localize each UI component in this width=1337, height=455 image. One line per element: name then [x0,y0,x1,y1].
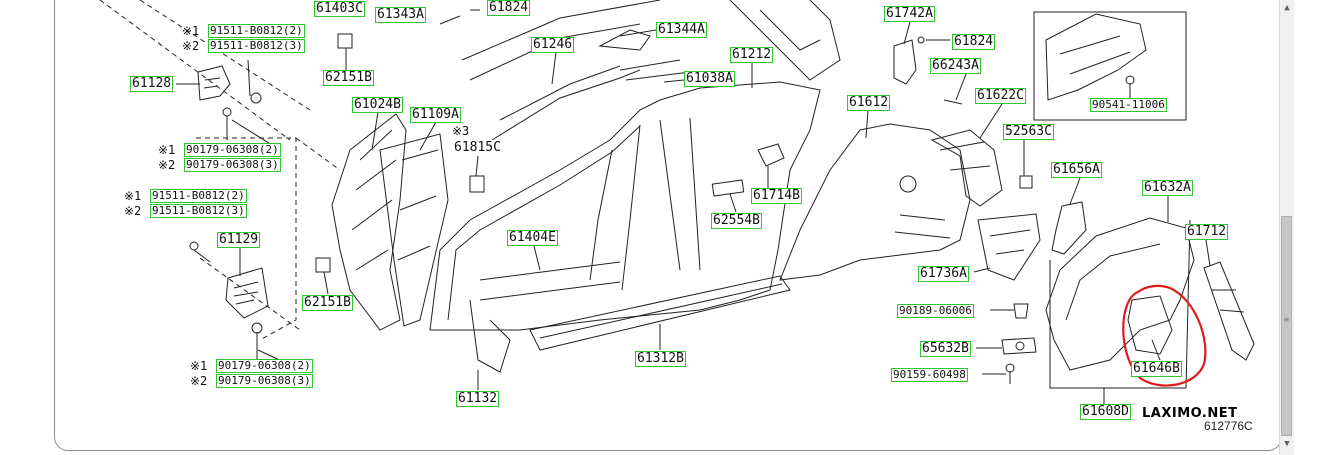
vertical-scrollbar[interactable]: ▲ ≡ ▼ [1279,0,1294,455]
callout-61612[interactable]: 61612 [847,95,891,111]
callout-62554B[interactable]: 62554B [711,213,762,229]
note-mark: ※1 [190,359,208,373]
note-mark: ※1 [158,143,176,157]
scroll-up-icon[interactable]: ▲ [1284,3,1290,13]
callout-91511-B0812-2b[interactable]: 91511-B0812(2) [150,189,247,203]
note-mark: ※1 [124,189,142,203]
callout-90159-60498[interactable]: 90159-60498 [891,368,968,382]
callout-61824-right[interactable]: 61824 [952,34,996,50]
brand-watermark: LAXIMO.NET [1142,406,1238,421]
callout-61656A[interactable]: 61656A [1051,162,1102,178]
callout-61632A[interactable]: 61632A [1142,180,1193,196]
callout-61403C[interactable]: 61403C [314,1,365,17]
callout-61344A[interactable]: 61344A [656,22,707,38]
callout-90179-06308-2b[interactable]: 90179-06308(2) [216,359,313,373]
callout-90179-06308-3b[interactable]: 90179-06308(3) [216,374,313,388]
note-mark: ※2 [182,39,200,53]
callout-90541-11006[interactable]: 90541-11006 [1090,98,1167,112]
note-mark: ※2 [158,158,176,172]
callout-61038A[interactable]: 61038A [684,71,735,87]
callout-61246[interactable]: 61246 [531,37,575,53]
diagram-code: 612776C [1204,419,1253,433]
scroll-down-icon[interactable]: ▼ [1284,439,1290,449]
callout-61622C[interactable]: 61622C [975,88,1026,104]
parts-diagram [99,0,1255,404]
callout-61024B[interactable]: 61024B [352,97,403,113]
callout-62151B-top[interactable]: 62151B [323,70,374,86]
callout-61742A[interactable]: 61742A [884,6,935,22]
callout-61212[interactable]: 61212 [730,47,774,63]
callout-91511-B0812-3[interactable]: 91511-B0812(3) [208,39,305,53]
callout-91511-B0812-3b[interactable]: 91511-B0812(3) [150,204,247,218]
highlight-circle [1122,284,1207,387]
callout-61343A[interactable]: 61343A [375,7,426,23]
callout-90189-06006[interactable]: 90189-06006 [897,304,974,318]
note-mark: ※2 [190,374,208,388]
callout-61129[interactable]: 61129 [217,232,261,248]
callout-61646B[interactable]: 61646B [1131,361,1182,377]
callout-61312B[interactable]: 61312B [635,351,686,367]
callout-61824-top[interactable]: 61824 [487,0,531,16]
callout-91511-B0812-2[interactable]: 91511-B0812(2) [208,24,305,38]
callout-61128[interactable]: 61128 [130,76,174,92]
callout-61132[interactable]: 61132 [456,391,500,407]
callout-61608D[interactable]: 61608D [1080,404,1131,420]
note-mark: ※3 [452,124,470,138]
callout-61815C[interactable]: 61815C [452,140,503,156]
scroll-thumb[interactable]: ≡ [1281,216,1292,436]
callout-61714B[interactable]: 61714B [751,188,802,204]
callout-90179-06308-2[interactable]: 90179-06308(2) [184,143,281,157]
grip-icon: ≡ [1284,315,1289,324]
callout-61736A[interactable]: 61736A [918,266,969,282]
callout-65632B[interactable]: 65632B [920,341,971,357]
note-mark: ※1 [182,24,200,38]
callout-90179-06308-3[interactable]: 90179-06308(3) [184,158,281,172]
callout-66243A[interactable]: 66243A [930,58,981,74]
callout-61404E[interactable]: 61404E [507,230,558,246]
note-mark: ※2 [124,204,142,218]
callout-62151B-bottom[interactable]: 62151B [302,295,353,311]
callout-61109A[interactable]: 61109A [410,107,461,123]
callout-61712[interactable]: 61712 [1185,224,1229,240]
callout-52563C[interactable]: 52563C [1003,124,1054,140]
